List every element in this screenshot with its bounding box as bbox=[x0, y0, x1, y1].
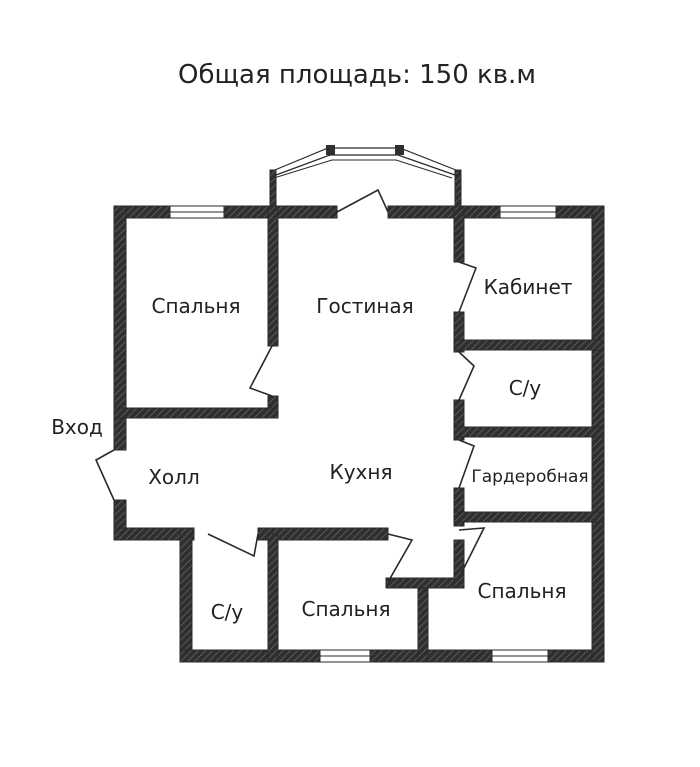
room-label-bathroom-right: С/у bbox=[509, 376, 542, 400]
exterior-walls bbox=[113, 205, 605, 663]
room-label-bedroom-bottom-middle: Спальня bbox=[302, 597, 391, 621]
room-label-study: Кабинет bbox=[484, 275, 573, 299]
door-study bbox=[458, 261, 478, 313]
door-dressing-room bbox=[458, 439, 476, 489]
room-label-bedroom-bottom-right: Спальня bbox=[478, 579, 567, 603]
interior-walls bbox=[113, 205, 605, 663]
door-bathroom-bottom bbox=[207, 533, 259, 558]
bay-window bbox=[269, 145, 462, 207]
door-entrance bbox=[94, 449, 115, 501]
door-bedroom-bottom-middle bbox=[387, 533, 414, 583]
door-bedroom-top-left bbox=[248, 345, 273, 397]
room-label-bedroom-top-left: Спальня bbox=[152, 294, 241, 318]
door-living-room-balcony bbox=[336, 188, 389, 213]
entrance-label: Вход bbox=[51, 415, 103, 439]
window-bedroom-bottom-right bbox=[491, 649, 549, 663]
room-label-kitchen: Кухня bbox=[330, 460, 393, 484]
door-bathroom-right bbox=[458, 351, 475, 401]
window-bedroom-top-left bbox=[169, 205, 225, 219]
window-bedroom-bottom-middle bbox=[319, 649, 371, 663]
room-label-living-room: Гостиная bbox=[316, 294, 413, 318]
room-label-dressing-room: Гардеробная bbox=[471, 467, 588, 487]
page-title: Общая площадь: 150 кв.м bbox=[178, 60, 536, 90]
door-bedroom-bottom-right bbox=[458, 527, 486, 579]
room-label-bathroom-bottom: С/у bbox=[211, 600, 244, 624]
room-label-hall: Холл bbox=[148, 465, 200, 489]
window-study bbox=[499, 205, 557, 219]
